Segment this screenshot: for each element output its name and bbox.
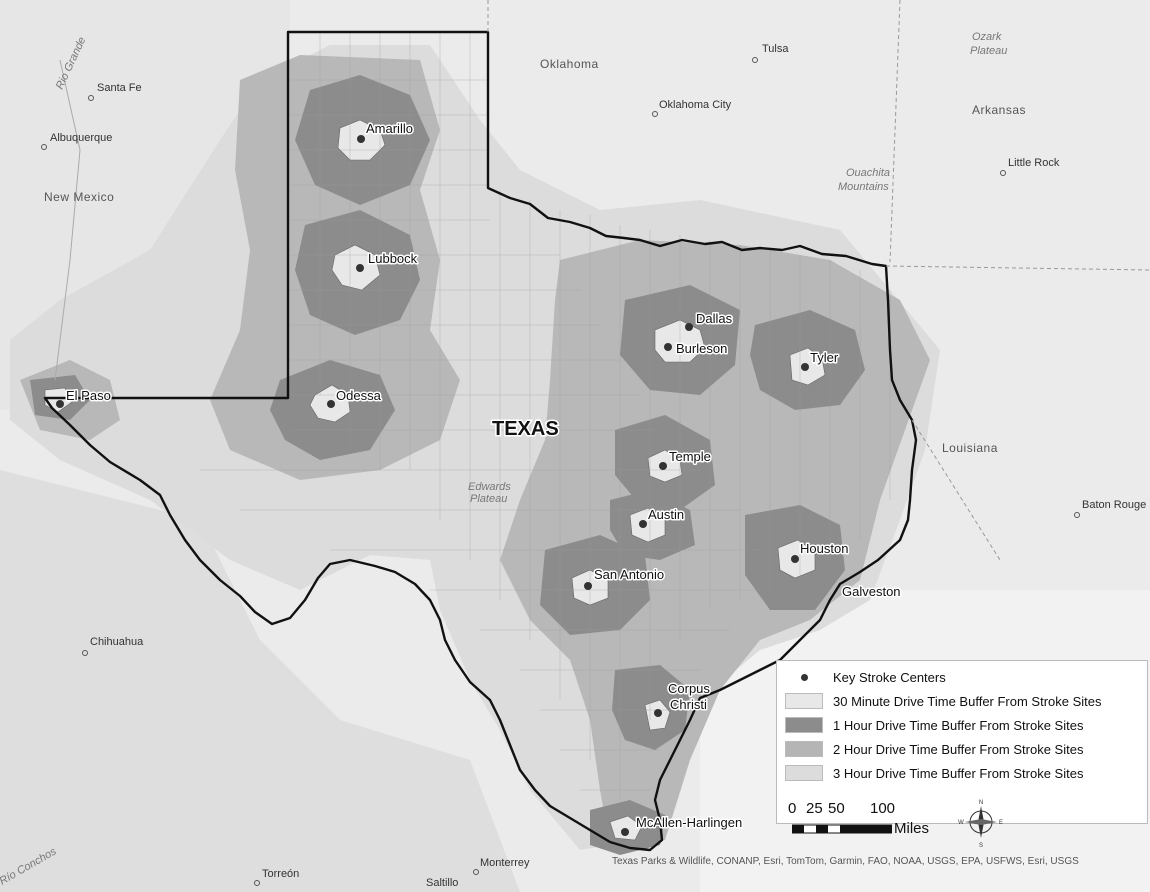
city-label-burleson: Burleson [676,341,727,356]
city-label-austin: Austin [648,507,684,522]
stroke-center-austin[interactable] [639,520,647,528]
legend-swatch [785,693,823,709]
place-label-saltillo: Saltillo [426,877,458,889]
city-label-galveston: Galveston [842,584,901,599]
city-label-temple: Temple [669,449,711,464]
place-label-baton-rouge: Baton Rouge [1082,499,1146,511]
city-label-lubbock: Lubbock [368,251,418,266]
scale-unit: Miles [894,820,930,837]
stroke-centers [56,135,809,836]
north-arrow-compass-icon: N S E W [958,800,1003,848]
place-label-santa-fe: Santa Fe [97,82,142,94]
reference-place-labels: Tulsa Santa Fe Albuquerque Oklahoma City… [50,43,1146,889]
buffer-2-hour [20,55,930,845]
legend-swatch [785,765,823,781]
stroke-center-temple[interactable] [659,462,667,470]
legend-label: 3 Hour Drive Time Buffer From Stroke Sit… [833,765,1084,781]
legend-item-2-hour: 2 Hour Drive Time Buffer From Stroke Sit… [785,739,1083,759]
city-label-odessa: Odessa [336,388,382,403]
stroke-center-san-antonio[interactable] [584,582,592,590]
city-labels: Amarillo Lubbock Odessa El Paso Dallas B… [65,120,903,832]
mountain-terrain [0,470,520,892]
region-label-arkansas: Arkansas [972,103,1026,117]
phys-label-ouachita: Ouachita [846,167,890,179]
city-label-el-paso: El Paso [66,388,111,403]
stroke-center-corpus-christi[interactable] [654,709,662,717]
stroke-center-mcallen-harlingen[interactable] [621,828,629,836]
stroke-center-houston[interactable] [791,555,799,563]
stroke-center-odessa[interactable] [327,400,335,408]
county-lines [200,32,891,800]
legend-label: 30 Minute Drive Time Buffer From Stroke … [833,693,1102,709]
map-attribution: Texas Parks & Wildlife, CONANP, Esri, To… [612,856,1079,867]
phys-label-edwards: Edwards [468,481,511,493]
scale-label-25: 25 [806,800,823,817]
place-label-albuquerque: Albuquerque [50,132,112,144]
place-label-monterrey: Monterrey [480,857,530,869]
city-label-amarillo: Amarillo [366,121,413,136]
legend-swatch [785,717,823,733]
legend-item-stroke-centers: Key Stroke Centers [785,667,946,687]
place-label-little-rock: Little Rock [1008,157,1060,169]
region-label-new-mexico: New Mexico [44,190,114,204]
legend-label: Key Stroke Centers [833,669,946,685]
city-label-corpus: Corpus [668,681,710,696]
compass-east: E [999,820,1003,826]
legend-label: 1 Hour Drive Time Buffer From Stroke Sit… [833,717,1084,733]
city-label-tyler: Tyler [810,350,839,365]
compass-north: N [979,800,983,806]
map-legend: Key Stroke Centers 30 Minute Drive Time … [776,660,1148,824]
scale-label-100: 100 [870,800,896,817]
place-label-chihuahua: Chihuahua [90,636,144,648]
city-label-christi: Christi [670,697,707,712]
phys-label-edwards-plateau: Plateau [470,493,507,505]
city-label-dallas: Dallas [696,311,733,326]
legend-swatch [785,741,823,757]
legend-label: 2 Hour Drive Time Buffer From Stroke Sit… [833,741,1084,757]
stroke-center-el-paso[interactable] [56,400,64,408]
stroke-center-burleson[interactable] [664,343,672,351]
state-label-texas: TEXAS [492,418,559,440]
stroke-center-symbol-icon [785,669,823,685]
city-label-san-antonio: San Antonio [594,567,664,582]
place-label-torreon: Torreón [262,868,299,880]
place-label-oklahoma-city: Oklahoma City [659,99,732,111]
city-label-houston: Houston [800,541,848,556]
scale-label-0: 0 [788,800,797,817]
scale-label-50: 50 [828,800,845,817]
phys-label-ozark-plateau: Plateau [970,45,1007,57]
compass-south: S [979,843,983,848]
texas-boundary [43,30,918,852]
compass-west: W [958,820,964,826]
scale-bar: 0 25 50 100 Miles [788,800,968,840]
stroke-center-lubbock[interactable] [356,264,364,272]
legend-item-1-hour: 1 Hour Drive Time Buffer From Stroke Sit… [785,715,1083,735]
stroke-center-tyler[interactable] [801,363,809,371]
legend-item-30-minute: 30 Minute Drive Time Buffer From Stroke … [785,691,1102,711]
state-borders [487,0,1150,561]
scale-bar-graphic [792,824,892,834]
city-label-mcallen-harlingen: McAllen-Harlingen [636,815,742,830]
reference-place-dots [41,57,1080,886]
region-label-louisiana: Louisiana [942,441,998,455]
place-label-tulsa: Tulsa [762,43,789,55]
rio-grande-river [54,59,81,381]
stroke-center-amarillo[interactable] [357,135,365,143]
region-label-oklahoma: Oklahoma [540,57,599,71]
phys-label-ouachita-mountains: Mountains [838,181,889,193]
stroke-center-dallas[interactable] [685,323,693,331]
phys-label-ozark: Ozark [972,31,1002,43]
region-labels: Oklahoma New Mexico Arkansas Louisiana [44,57,1026,455]
legend-item-3-hour: 3 Hour Drive Time Buffer From Stroke Sit… [785,763,1083,783]
